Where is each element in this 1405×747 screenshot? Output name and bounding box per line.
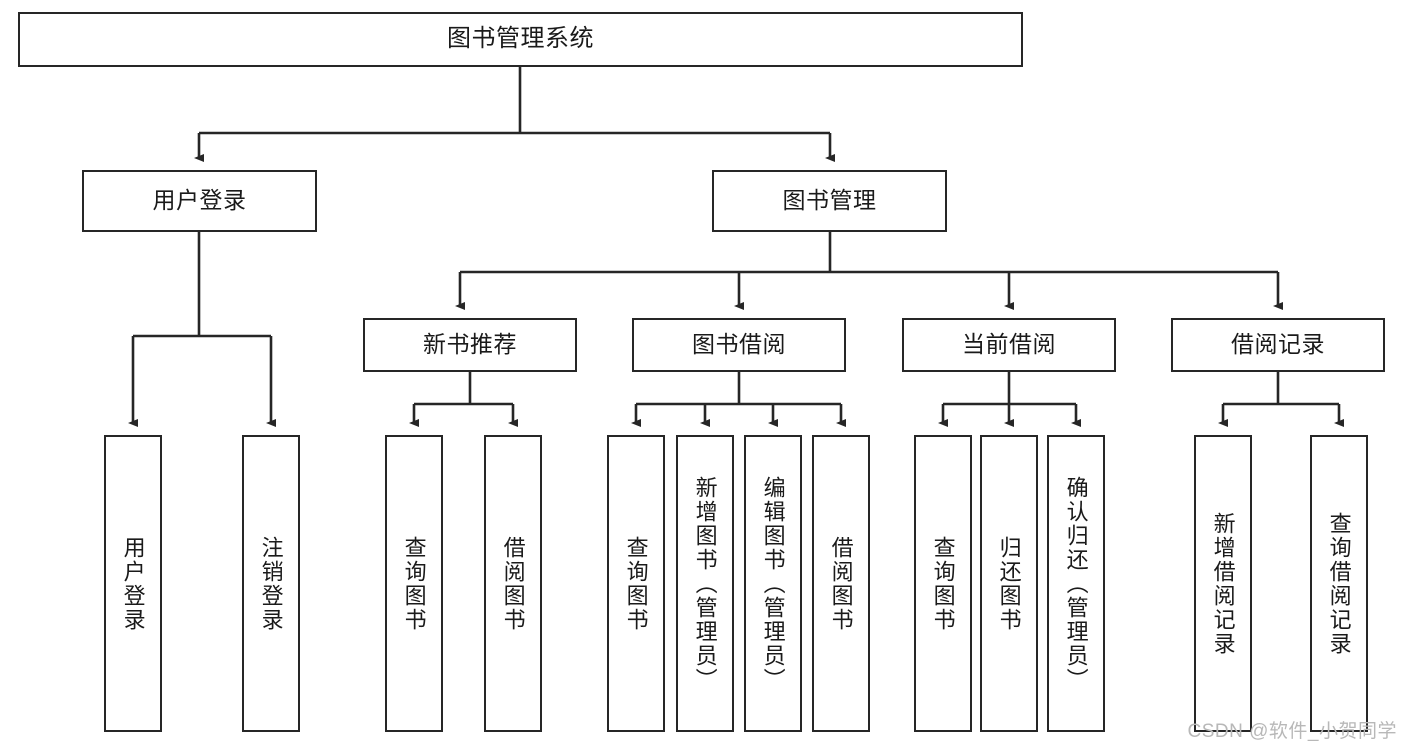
node-new-book-recommend-label: 新书推荐 <box>423 331 517 358</box>
leaf-current-confirm-return-admin[interactable]: 确认归还（管理员） <box>1047 435 1105 732</box>
leaf-current-query-book-label: 查询图书 <box>930 535 956 632</box>
leaf-borrow-borrow-book-label: 借阅图书 <box>828 535 854 632</box>
leaf-record-add-record[interactable]: 新增借阅记录 <box>1194 435 1252 732</box>
node-borrow-record[interactable]: 借阅记录 <box>1171 318 1385 372</box>
leaf-borrow-borrow-book[interactable]: 借阅图书 <box>812 435 870 732</box>
node-user-login-label: 用户登录 <box>152 187 247 214</box>
leaf-user-login-signin-label: 用户登录 <box>120 535 146 632</box>
leaf-current-confirm-return-admin-label: 确认归还（管理员） <box>1063 475 1089 692</box>
leaf-user-login-signout[interactable]: 注销登录 <box>242 435 300 732</box>
leaf-borrow-query-book[interactable]: 查询图书 <box>607 435 665 732</box>
leaf-borrow-query-book-label: 查询图书 <box>623 535 649 632</box>
leaf-user-login-signin[interactable]: 用户登录 <box>104 435 162 732</box>
node-root-system[interactable]: 图书管理系统 <box>18 12 1023 67</box>
leaf-record-query-record[interactable]: 查询借阅记录 <box>1310 435 1368 732</box>
leaf-record-query-record-label: 查询借阅记录 <box>1326 511 1352 656</box>
leaf-borrow-edit-book-admin-label: 编辑图书（管理员） <box>760 475 786 692</box>
leaf-recommend-borrow-book-label: 借阅图书 <box>500 535 526 632</box>
node-root-system-label: 图书管理系统 <box>447 25 594 53</box>
leaf-recommend-query-book-label: 查询图书 <box>401 535 427 632</box>
node-borrow-record-label: 借阅记录 <box>1231 331 1325 358</box>
leaf-current-query-book[interactable]: 查询图书 <box>914 435 972 732</box>
leaf-record-add-record-label: 新增借阅记录 <box>1210 511 1236 656</box>
leaf-borrow-edit-book-admin[interactable]: 编辑图书（管理员） <box>744 435 802 732</box>
node-current-borrow-label: 当前借阅 <box>962 331 1056 358</box>
node-book-management[interactable]: 图书管理 <box>712 170 947 232</box>
node-new-book-recommend[interactable]: 新书推荐 <box>363 318 577 372</box>
leaf-borrow-add-book-admin-label: 新增图书（管理员） <box>692 475 718 692</box>
node-current-borrow[interactable]: 当前借阅 <box>902 318 1116 372</box>
leaf-user-login-signout-label: 注销登录 <box>258 535 284 632</box>
leaf-borrow-add-book-admin[interactable]: 新增图书（管理员） <box>676 435 734 732</box>
node-user-login[interactable]: 用户登录 <box>82 170 317 232</box>
leaf-current-return-book[interactable]: 归还图书 <box>980 435 1038 732</box>
leaf-current-return-book-label: 归还图书 <box>996 535 1022 632</box>
leaf-recommend-borrow-book[interactable]: 借阅图书 <box>484 435 542 732</box>
node-book-borrow[interactable]: 图书借阅 <box>632 318 846 372</box>
node-book-management-label: 图书管理 <box>782 187 877 214</box>
leaf-recommend-query-book[interactable]: 查询图书 <box>385 435 443 732</box>
node-book-borrow-label: 图书借阅 <box>692 331 786 358</box>
